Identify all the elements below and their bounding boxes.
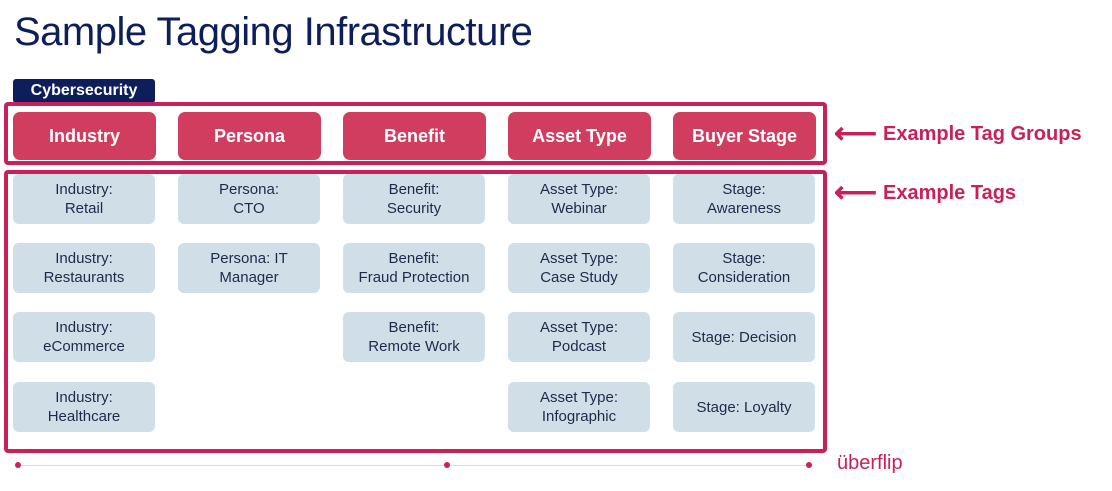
arrow-left-icon: ⟵ bbox=[834, 176, 878, 209]
group-industry: Industry bbox=[13, 112, 156, 160]
tag-groups-frame bbox=[4, 102, 827, 165]
footer-dot bbox=[15, 462, 21, 468]
tag-asset-podcast: Asset Type: Podcast bbox=[508, 312, 650, 362]
group-persona: Persona bbox=[178, 112, 321, 160]
footer-dot bbox=[444, 462, 450, 468]
tag-benefit-remote-work: Benefit: Remote Work bbox=[343, 312, 485, 362]
group-asset-type: Asset Type bbox=[508, 112, 651, 160]
tag-stage-awareness: Stage: Awareness bbox=[673, 174, 815, 224]
tag-industry-healthcare: Industry: Healthcare bbox=[13, 382, 155, 432]
page-title: Sample Tagging Infrastructure bbox=[14, 10, 533, 54]
uberflip-logo: überflip bbox=[837, 452, 903, 474]
tag-stage-decision: Stage: Decision bbox=[673, 312, 815, 362]
group-benefit: Benefit bbox=[343, 112, 486, 160]
tag-persona-cto: Persona: CTO bbox=[178, 174, 320, 224]
callout-tags: ⟵ Example Tags bbox=[834, 178, 1016, 208]
tags-frame bbox=[4, 170, 827, 453]
callout-tag-groups: ⟵ Example Tag Groups bbox=[834, 119, 1082, 149]
tag-asset-webinar: Asset Type: Webinar bbox=[508, 174, 650, 224]
tag-stage-consideration: Stage: Consideration bbox=[673, 243, 815, 293]
footer-dot bbox=[806, 462, 812, 468]
group-buyer-stage: Buyer Stage bbox=[673, 112, 816, 160]
category-badge: Cybersecurity bbox=[13, 79, 155, 103]
tag-persona-it-manager: Persona: IT Manager bbox=[178, 243, 320, 293]
footer-divider bbox=[17, 465, 809, 466]
tag-industry-ecommerce: Industry: eCommerce bbox=[13, 312, 155, 362]
tag-stage-loyalty: Stage: Loyalty bbox=[673, 382, 815, 432]
tag-benefit-fraud-protection: Benefit: Fraud Protection bbox=[343, 243, 485, 293]
tag-benefit-security: Benefit: Security bbox=[343, 174, 485, 224]
arrow-left-icon: ⟵ bbox=[834, 117, 878, 150]
tag-industry-restaurants: Industry: Restaurants bbox=[13, 243, 155, 293]
tag-asset-case-study: Asset Type: Case Study bbox=[508, 243, 650, 293]
tag-industry-retail: Industry: Retail bbox=[13, 174, 155, 224]
callout-tags-label: Example Tags bbox=[883, 181, 1017, 204]
callout-tag-groups-label: Example Tag Groups bbox=[883, 122, 1082, 145]
tag-asset-infographic: Asset Type: Infographic bbox=[508, 382, 650, 432]
